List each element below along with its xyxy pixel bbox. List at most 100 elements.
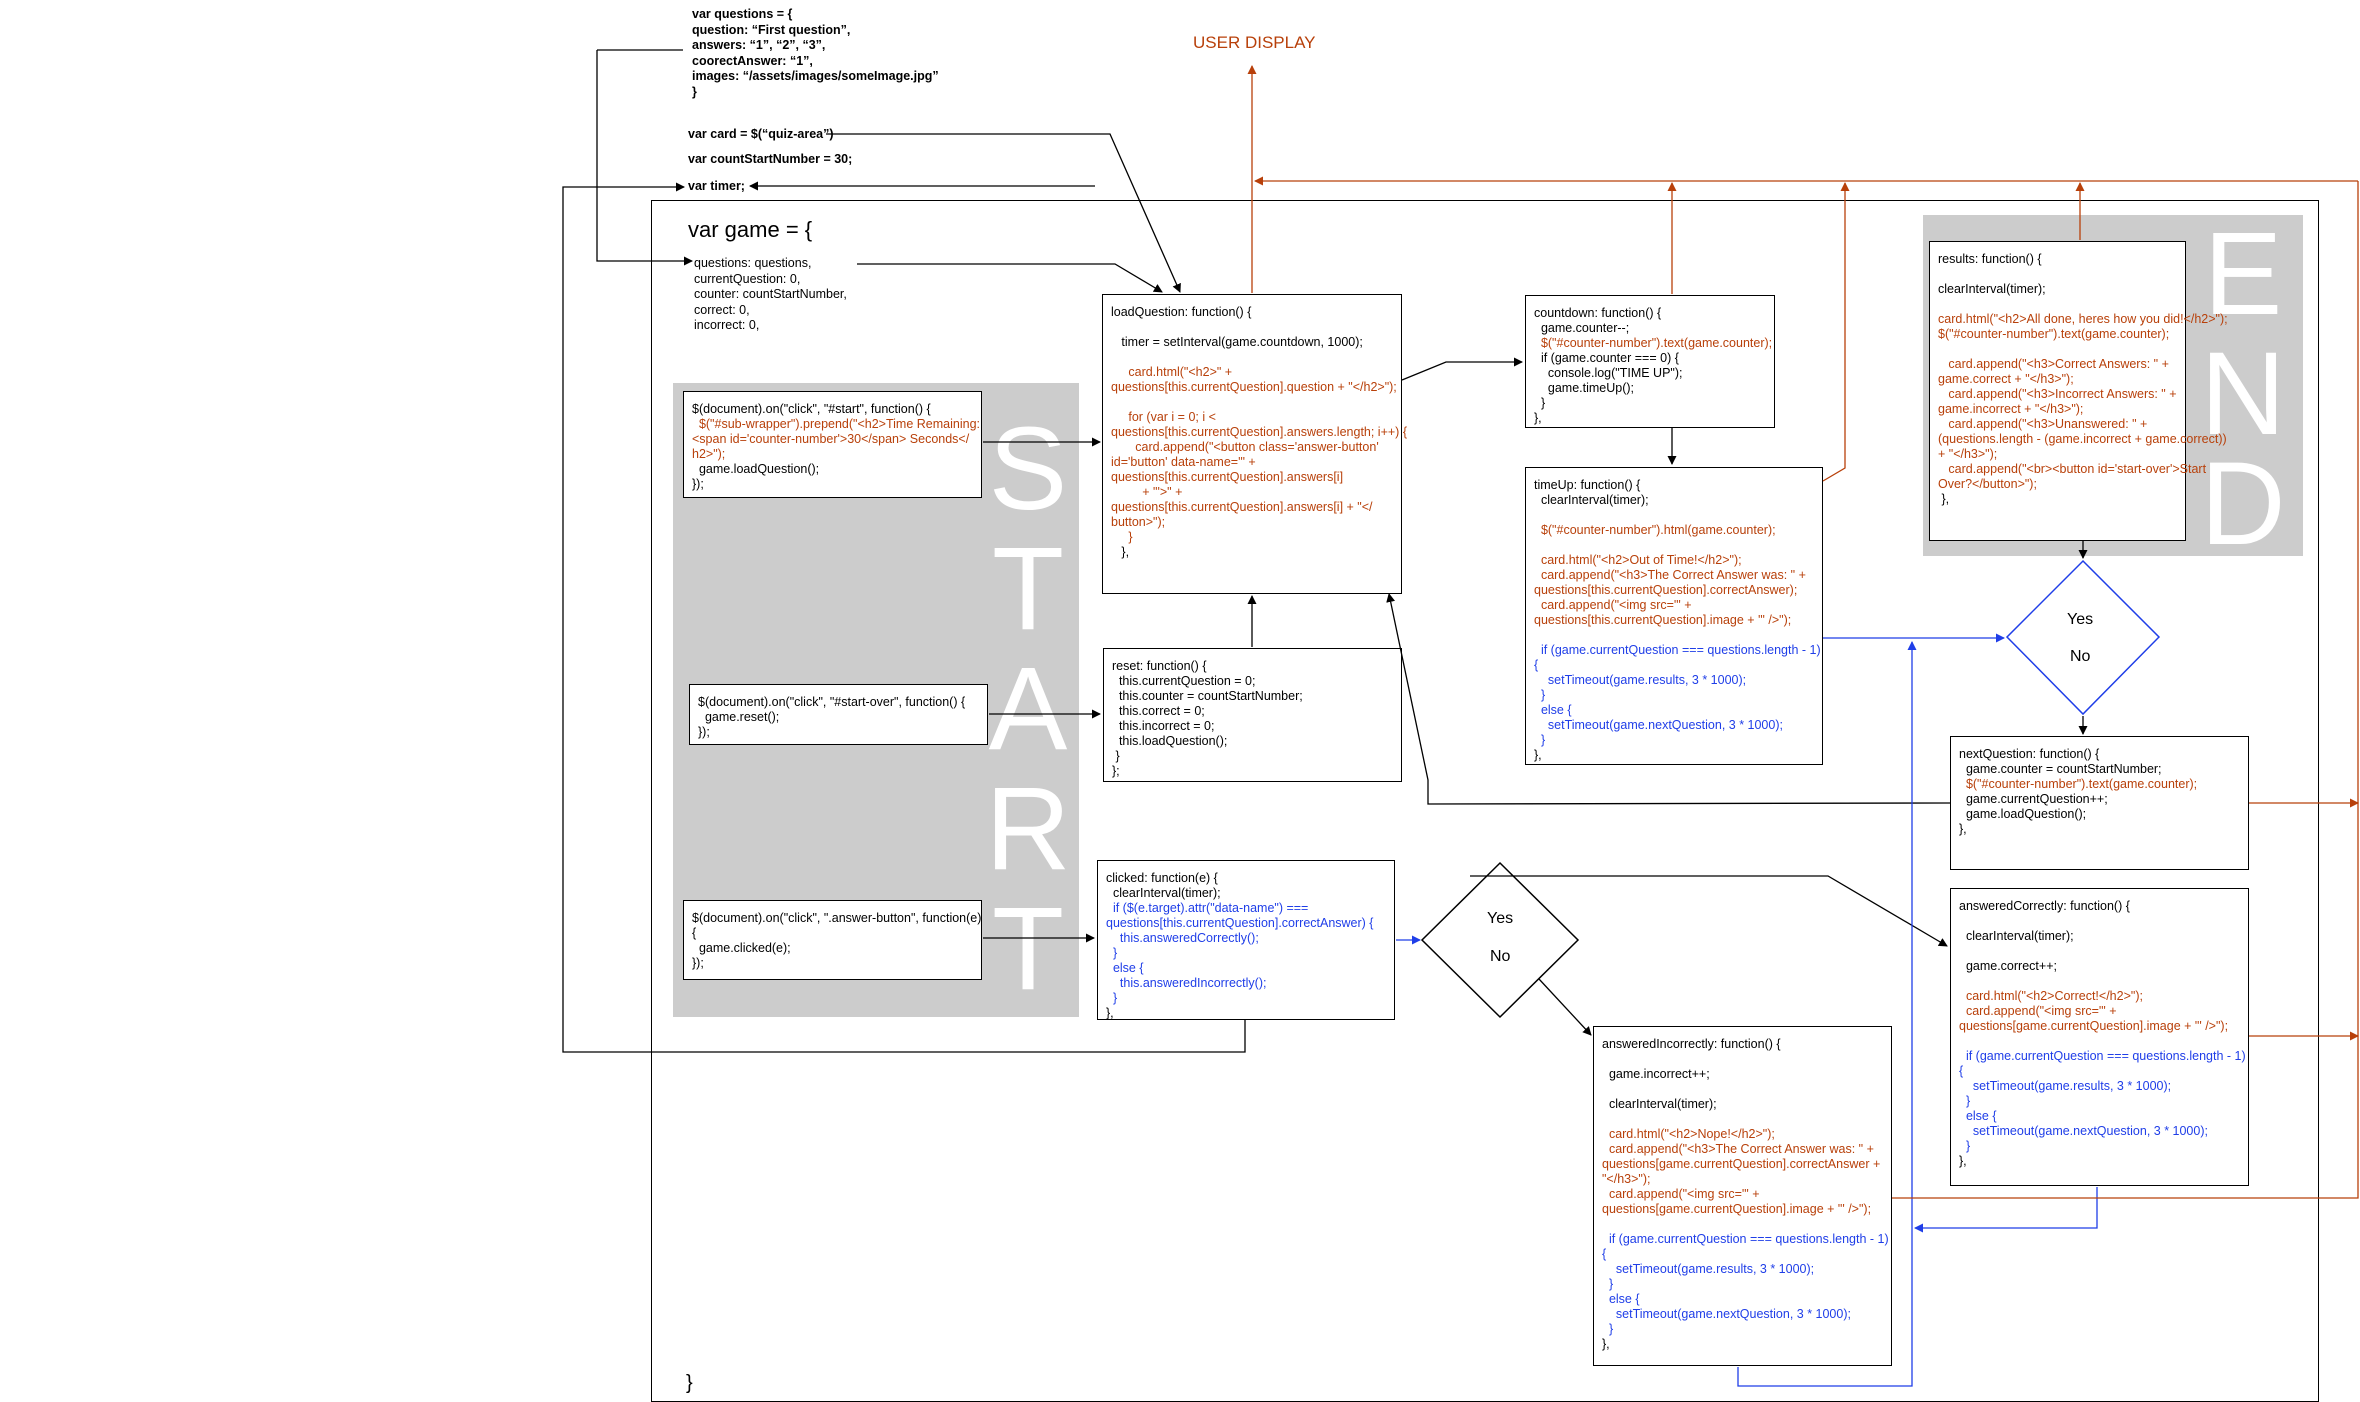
code-line: }, bbox=[1959, 1154, 1967, 1168]
code-line: $("#counter-number").html(game.counter); bbox=[1534, 523, 1776, 537]
code-line: + "'>" + bbox=[1111, 485, 1183, 499]
code-line: card.html("<h2>Nope!</h2>"); bbox=[1602, 1127, 1775, 1141]
start-click-handler: $(document).on("click", "#start", functi… bbox=[683, 391, 982, 498]
code-line: $(document).on("click", "#start", functi… bbox=[692, 402, 931, 416]
answer-decision-yes: Yes bbox=[1487, 910, 1514, 927]
next-question-function: nextQuestion: function() { game.counter … bbox=[1950, 736, 2249, 870]
code-line: Over?</button>"); bbox=[1938, 477, 2037, 491]
code-line: else { bbox=[1106, 961, 1144, 975]
code-line: questions[this.currentQuestion].answers[… bbox=[1111, 470, 1344, 484]
clicked-function: clicked: function(e) { clearInterval(tim… bbox=[1097, 860, 1395, 1020]
game-property: questions: questions, bbox=[694, 256, 812, 270]
code-line: this.currentQuestion = 0; bbox=[1112, 674, 1256, 688]
code-line: }, bbox=[1106, 1006, 1114, 1020]
code-line: { bbox=[692, 926, 697, 940]
code-line: game.counter = countStartNumber; bbox=[1959, 762, 2162, 776]
code-line: game.counter--; bbox=[1534, 321, 1630, 335]
code-line: <span id='counter-number'>30</span> Seco… bbox=[692, 432, 970, 446]
reset-function: reset: function() { this.currentQuestion… bbox=[1103, 648, 1402, 782]
code-line: } bbox=[1602, 1277, 1614, 1291]
game-object-close: } bbox=[686, 1372, 693, 1394]
questions-var-block: var questions = {question: “First questi… bbox=[692, 7, 939, 100]
code-line: game.incorrect++; bbox=[1602, 1067, 1710, 1081]
code-line: clearInterval(timer); bbox=[1106, 886, 1221, 900]
game-property: currentQuestion: 0, bbox=[694, 271, 801, 286]
game-object-open: var game = { bbox=[688, 217, 813, 242]
timer-var: var timer; bbox=[688, 179, 745, 193]
code-line: questions[this.currentQuestion].image + … bbox=[1534, 613, 1792, 627]
code-line: }); bbox=[698, 725, 710, 739]
code-line: }, bbox=[1111, 545, 1130, 559]
code-line: this.loadQuestion(); bbox=[1112, 734, 1228, 748]
code-line: } bbox=[1112, 749, 1120, 763]
game-property: counter: countStartNumber, bbox=[694, 287, 847, 301]
code-line: nextQuestion: function() { bbox=[1959, 747, 2100, 761]
code-line: card.append("<button class='answer-butto… bbox=[1111, 440, 1379, 454]
last-decision-no: No bbox=[2070, 648, 2091, 665]
questions-var-line: answers: “1”, “2”, “3”, bbox=[692, 38, 826, 52]
code-line: this.counter = countStartNumber; bbox=[1112, 689, 1303, 703]
code-line: card.html("<h2>" + bbox=[1111, 365, 1233, 379]
last-question-decision bbox=[2005, 559, 2161, 716]
correct-to-last-decision-arrow bbox=[1914, 1187, 2098, 1233]
code-line: } bbox=[1106, 946, 1118, 960]
code-line: game.loadQuestion(); bbox=[1959, 807, 2087, 821]
code-line: }); bbox=[692, 477, 704, 491]
end-letter-2: N bbox=[2200, 328, 2286, 460]
code-line: setTimeout(game.nextQuestion, 3 * 1000); bbox=[1534, 718, 1783, 732]
code-line: clicked: function(e) { bbox=[1106, 871, 1218, 885]
start-letter-3: A bbox=[988, 643, 1068, 775]
card-var: var card = $(“quiz-area”) bbox=[688, 127, 834, 141]
code-line: results: function() { bbox=[1938, 252, 2042, 266]
code-line: timeUp: function() { bbox=[1534, 478, 1641, 492]
code-line: } bbox=[1959, 1094, 1971, 1108]
code-line: answeredCorrectly: function() { bbox=[1959, 899, 2130, 913]
load-question-function: loadQuestion: function() { timer = setIn… bbox=[1102, 294, 1407, 594]
code-line: } bbox=[1959, 1139, 1971, 1153]
time-up-function: timeUp: function() { clearInterval(timer… bbox=[1525, 467, 1823, 765]
code-line: this.correct = 0; bbox=[1112, 704, 1205, 718]
code-line: }, bbox=[1534, 411, 1542, 425]
code-line: card.html("<h2>Out of Time!</h2>"); bbox=[1534, 553, 1742, 567]
code-line: clearInterval(timer); bbox=[1938, 282, 2046, 296]
code-line: } bbox=[1534, 733, 1546, 747]
code-line: } bbox=[1534, 688, 1546, 702]
questions-var-line: var questions = { bbox=[692, 7, 793, 21]
code-line: questions[this.currentQuestion].question… bbox=[1111, 380, 1397, 394]
code-line: this.answeredCorrectly(); bbox=[1106, 931, 1259, 945]
code-line: else { bbox=[1534, 703, 1572, 717]
questions-var-line: } bbox=[692, 84, 697, 99]
answered-incorrectly-function: answeredIncorrectly: function() { game.i… bbox=[1593, 1026, 1892, 1366]
end-letter-1: E bbox=[2203, 208, 2283, 340]
answered-correctly-function: answeredCorrectly: function() { clearInt… bbox=[1950, 888, 2249, 1186]
end-letter-3: D bbox=[2200, 438, 2286, 570]
code-line: $("#sub-wrapper").prepend("<h2>Time Rema… bbox=[692, 417, 980, 431]
code-line: for (var i = 0; i < bbox=[1111, 410, 1216, 424]
code-line: }, bbox=[1938, 492, 1950, 506]
code-line: card.html("<h2>Correct!</h2>"); bbox=[1959, 989, 2143, 1003]
code-line: card.append("<img src='" + bbox=[1534, 598, 1692, 612]
start-letter-4: R bbox=[985, 763, 1071, 895]
code-line: $("#counter-number").text(game.counter); bbox=[1534, 336, 1773, 350]
code-line: } bbox=[1602, 1322, 1614, 1336]
code-line: card.append("<h3>The Correct Answer was:… bbox=[1534, 568, 1806, 582]
code-line: else { bbox=[1602, 1292, 1640, 1306]
start-letter-1: S bbox=[988, 403, 1068, 535]
game-questions-to-load-arrow bbox=[857, 263, 1163, 293]
code-line: $(document).on("click", ".answer-button"… bbox=[692, 911, 982, 925]
code-line: questions[game.currentQuestion].correctA… bbox=[1602, 1157, 1881, 1171]
code-line: setTimeout(game.results, 3 * 1000); bbox=[1959, 1079, 2172, 1093]
code-line: }, bbox=[1534, 748, 1542, 762]
card-to-load-question-arrow bbox=[826, 133, 1181, 293]
code-line: questions[this.currentQuestion].correctA… bbox=[1106, 916, 1374, 930]
code-line: questions[game.currentQuestion].image + … bbox=[1602, 1202, 1872, 1216]
questions-var-line: images: “/assets/images/someImage.jpg” bbox=[692, 69, 939, 83]
code-line: countdown: function() { bbox=[1534, 306, 1662, 320]
yes-to-answered-correctly-arrow bbox=[1470, 875, 1948, 947]
code-line: else { bbox=[1959, 1109, 1997, 1123]
code-line: game.incorrect + "</h3>"); bbox=[1938, 402, 2084, 416]
code-line: }, bbox=[1602, 1337, 1610, 1351]
incorrect-to-display-line bbox=[1892, 181, 2359, 1199]
code-line: timer = setInterval(game.countdown, 1000… bbox=[1111, 335, 1363, 349]
